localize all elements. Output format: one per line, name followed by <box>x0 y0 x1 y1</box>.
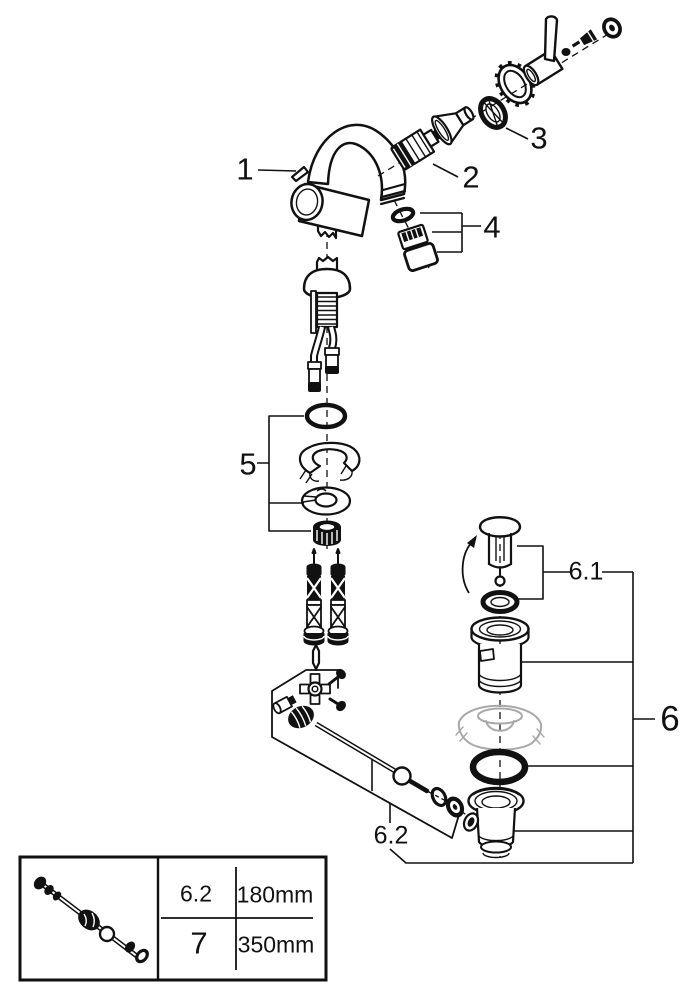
pivot-pin <box>311 643 321 671</box>
table-rod-art <box>33 876 149 964</box>
spout <box>290 123 407 238</box>
table-size-row1: 180mm <box>236 881 314 908</box>
rod-o-ring <box>430 786 448 808</box>
drain-upper-body <box>470 616 530 694</box>
callout-6-1: 6.1 <box>568 557 604 586</box>
mounting-plate <box>310 290 317 334</box>
handle-cap-screw <box>602 17 622 39</box>
pop-up-rod <box>314 721 472 819</box>
callout-4: 4 <box>483 209 501 245</box>
metal-washer <box>300 486 352 516</box>
table-ref-row1: 6.2 <box>180 880 212 907</box>
callout-2: 2 <box>462 159 480 195</box>
size-table-frame <box>18 855 328 982</box>
drain-horn <box>462 812 480 832</box>
supply-hoses <box>307 325 340 392</box>
callout-6-2: 6.2 <box>373 821 409 850</box>
callout-3: 3 <box>530 120 548 156</box>
horseshoe-washer <box>298 441 361 484</box>
rod-cross-dowel <box>299 673 331 705</box>
mounting-studs <box>303 548 349 646</box>
rod-grommet <box>445 796 465 818</box>
mounting-o-ring <box>304 402 348 430</box>
rod-knob <box>288 705 314 729</box>
threaded-shank <box>315 291 339 329</box>
drain-lower-body <box>462 786 525 859</box>
stopper-seal-ring <box>480 590 520 614</box>
callout-lines <box>257 127 655 864</box>
aerator-o-ring <box>390 206 416 224</box>
spout-set-screw-tab <box>290 165 310 183</box>
rotation-arrow <box>461 535 477 594</box>
aerator-insert <box>397 223 429 251</box>
handle-screw-parts <box>561 29 598 56</box>
table-ref-row2: 7 <box>190 925 208 961</box>
callout-5: 5 <box>239 446 257 482</box>
friction-ring <box>478 96 508 130</box>
aerator-housing <box>403 242 439 272</box>
rod-screws <box>327 668 346 712</box>
lever-handle <box>522 15 564 87</box>
callout-6: 6 <box>660 699 680 739</box>
table-size-row2: 350mm <box>237 931 315 958</box>
drain-stopper <box>478 516 522 587</box>
centerline-handle <box>377 27 619 177</box>
rod-side-plug <box>272 695 297 715</box>
callout-1: 1 <box>236 151 254 187</box>
mounting-nut <box>313 520 341 546</box>
drain-gasket <box>469 748 529 786</box>
escutcheon-bell <box>431 106 475 146</box>
basin-ghost <box>455 704 545 751</box>
